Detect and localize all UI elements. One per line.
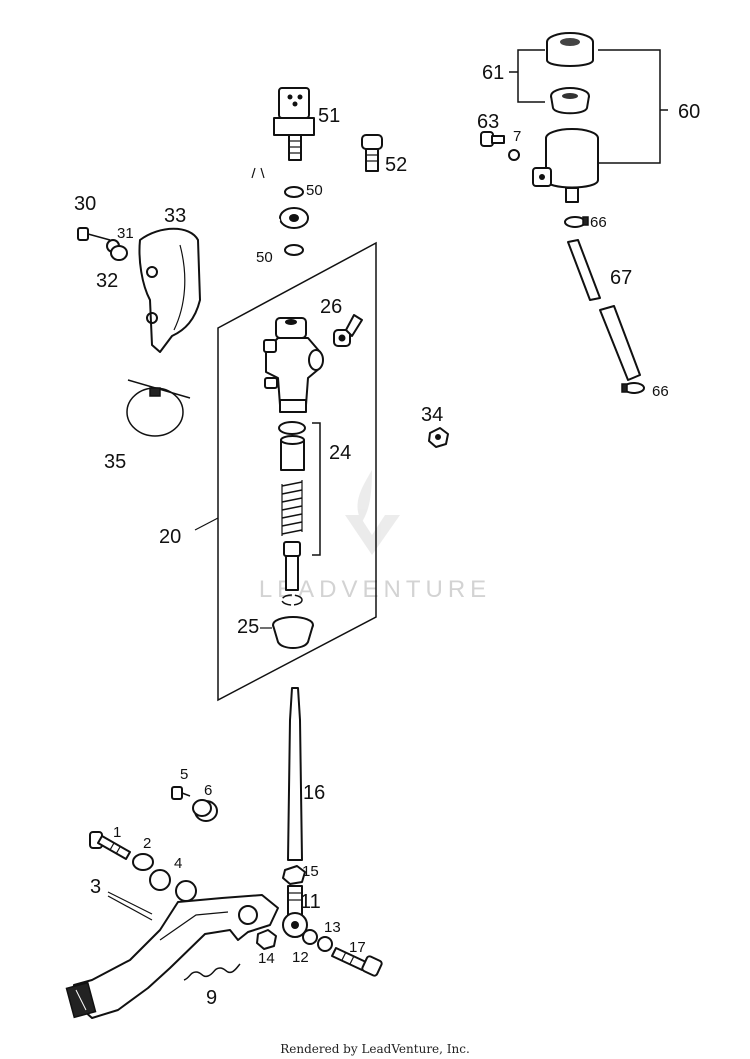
part-15-nut — [282, 865, 306, 885]
part-24-piston — [283, 541, 301, 591]
bracket-61 — [517, 49, 545, 103]
part-34-nut — [428, 427, 449, 448]
part-35-cable-tie — [126, 379, 191, 437]
callout-7: 7 — [513, 128, 521, 145]
callout-25: 25 — [237, 616, 259, 638]
callout-24: 24 — [329, 442, 351, 464]
callout-50-top: 50 — [306, 182, 323, 199]
part-20-master-cylinder — [263, 317, 324, 413]
callout-1: 1 — [113, 824, 121, 841]
part-17-bolt — [331, 947, 383, 977]
part-63-screw — [480, 131, 505, 147]
part-60-reservoir — [532, 128, 599, 203]
callout-17: 17 — [349, 939, 366, 956]
callout-52: 52 — [385, 154, 407, 176]
part-11-clevis — [282, 885, 308, 938]
part-circlip — [281, 594, 303, 606]
part-32-bushing — [110, 245, 128, 261]
callout-34: 34 — [421, 404, 443, 426]
part-14-nut — [256, 929, 277, 950]
callout-67: 67 — [610, 267, 632, 289]
callout-16: 16 — [303, 782, 325, 804]
callout-32: 32 — [96, 270, 118, 292]
part-24-spring — [281, 480, 303, 536]
part-9-spring — [183, 963, 241, 981]
bracket-24 — [312, 422, 321, 556]
callout-9: 9 — [206, 987, 217, 1009]
part-50-washer-top — [284, 186, 304, 198]
part-52-bolt — [361, 134, 383, 172]
callout-60: 60 — [678, 101, 700, 123]
part-16-push-rod — [287, 687, 303, 861]
part-2-washer — [132, 853, 154, 871]
callout-66-top: 66 — [590, 214, 607, 231]
callout-5: 5 — [180, 766, 188, 783]
part-3-brake-pedal — [65, 894, 279, 1019]
callout-3: 3 — [90, 876, 101, 898]
part-1-bolt — [89, 831, 131, 860]
part-4-bearing-a — [149, 869, 171, 891]
callout-63: 63 — [477, 111, 499, 133]
callout-26: 26 — [320, 296, 342, 318]
callout-4: 4 — [174, 855, 182, 872]
banjo-fitting — [251, 167, 309, 229]
part-61-diaphragm — [550, 87, 590, 115]
part-24-oring — [278, 421, 306, 435]
part-30-bolt — [77, 227, 111, 241]
callout-51: 51 — [318, 105, 340, 127]
callout-6: 6 — [204, 782, 212, 799]
part-7-washer — [508, 149, 520, 161]
part-51-switch — [273, 87, 315, 161]
callout-11: 11 — [300, 891, 321, 913]
part-13-washer — [317, 936, 333, 952]
part-12-washer — [302, 929, 318, 945]
part-33-heat-shield — [138, 227, 201, 353]
callout-12: 12 — [292, 949, 309, 966]
leader-lines — [107, 517, 272, 921]
callout-14: 14 — [258, 950, 275, 967]
callout-30: 30 — [74, 193, 96, 215]
part-25-boot — [272, 616, 314, 649]
callout-61: 61 — [482, 62, 504, 84]
callout-2: 2 — [143, 835, 151, 852]
callout-50-bottom: 50 — [256, 249, 273, 266]
part-66-clamp-bottom — [621, 382, 645, 394]
part-67-hose — [567, 239, 641, 381]
callout-33: 33 — [164, 205, 186, 227]
part-61-cap — [546, 32, 594, 67]
watermark-logo — [345, 470, 400, 555]
part-50-washer-bottom — [284, 244, 304, 256]
part-6-bushing — [192, 799, 218, 822]
callouts: 1 2 3 4 5 6 7 9 11 12 13 14 15 16 17 20 … — [74, 62, 700, 1009]
part-4-bearing-b — [175, 880, 197, 902]
callout-15: 15 — [302, 863, 319, 880]
footer-credit: Rendered by LeadVenture, Inc. — [280, 1042, 470, 1056]
callout-20: 20 — [159, 526, 181, 548]
callout-35: 35 — [104, 451, 126, 473]
part-26-elbow — [333, 314, 363, 347]
callout-13: 13 — [324, 919, 341, 936]
part-66-clamp-top — [564, 216, 589, 228]
group-frame-20 — [217, 241, 377, 702]
bracket-60 — [598, 49, 661, 164]
callout-31: 31 — [117, 225, 134, 242]
part-24-sleeve — [280, 435, 305, 471]
part-5-bolt — [171, 786, 191, 800]
callout-66-bottom: 66 — [652, 383, 669, 400]
